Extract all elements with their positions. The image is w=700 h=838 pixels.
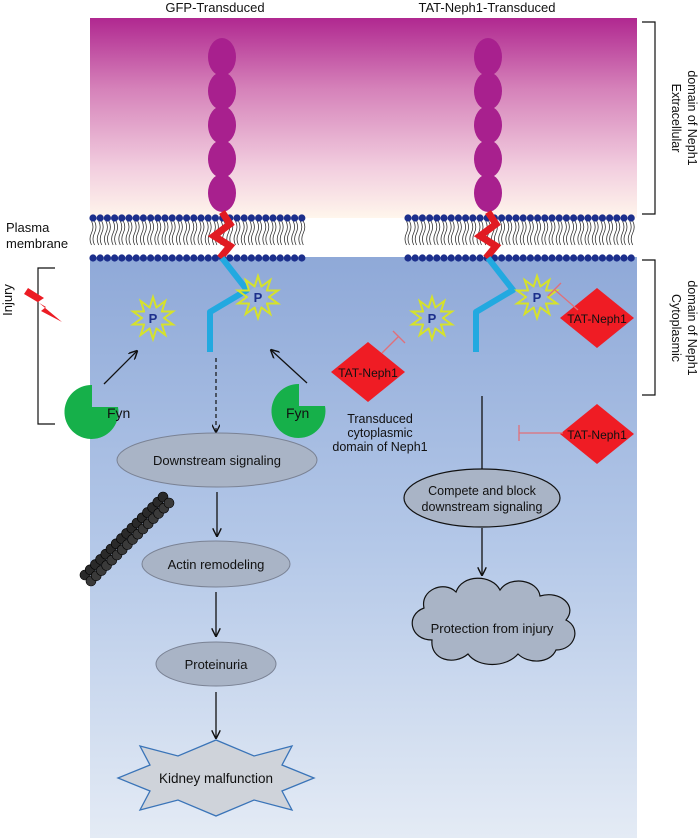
extracellular-label-line2: domain of Neph1 — [685, 70, 699, 165]
downstream-oval — [116, 432, 318, 488]
kidney-label: Kidney malfunction — [159, 771, 273, 786]
neph1-receptor-right — [473, 38, 516, 352]
phospho-star-right-b: P — [513, 272, 561, 322]
phospho-label: P — [149, 311, 158, 326]
lightning-bolt-icon — [24, 288, 62, 322]
header-gfp: GFP-Transduced — [165, 0, 264, 15]
cytoplasmic-tail — [207, 256, 250, 352]
cytoplasmic-tail — [473, 256, 516, 352]
compete-line2: downstream signaling — [422, 500, 543, 514]
fyn-right: Fyn — [271, 383, 326, 438]
tat-neph1-label-a: TAT-Neph1 — [338, 366, 398, 380]
protection-label: Protection from injury — [431, 621, 554, 636]
tat-neph1-diamond-a — [331, 342, 405, 402]
compete-line1: Compete and block — [428, 484, 536, 498]
proteinuria-label: Proteinuria — [185, 657, 249, 672]
tat-neph1-label-b: TAT-Neph1 — [567, 312, 627, 326]
actin-filament — [79, 491, 175, 587]
phospho-label: P — [254, 290, 263, 305]
compete-oval — [403, 468, 561, 528]
extracellular-region — [90, 18, 637, 218]
tat-neph1-diamond-b — [560, 288, 634, 348]
cytoplasmic-bracket — [642, 259, 656, 396]
injury-bracket — [37, 267, 55, 425]
proteinuria-oval — [155, 641, 277, 687]
transduced-line1: Transduced — [347, 412, 413, 426]
fyn-left: Fyn — [64, 384, 130, 439]
neph1-receptor-left — [207, 38, 250, 352]
actin-label: Actin remodeling — [168, 557, 265, 572]
extracellular-bracket — [642, 21, 656, 215]
phospho-star-left-a: P — [129, 293, 177, 343]
lipid-bilayer-left — [89, 214, 306, 262]
downstream-label: Downstream signaling — [153, 453, 281, 468]
transduced-line3: domain of Neph1 — [332, 440, 427, 454]
phospho-sites: P P P P — [129, 272, 561, 343]
transmembrane-linker — [473, 210, 502, 261]
cytoplasmic-label-line2: domain of Neph1 — [685, 280, 699, 375]
cytoplasmic-label-line1: Cytoplasmic — [669, 294, 683, 362]
fyn-label-right: Fyn — [286, 405, 309, 421]
header-tat-neph1: TAT-Neph1-Transduced — [418, 0, 555, 15]
kidney-star — [116, 739, 316, 817]
fyn-label-left: Fyn — [107, 405, 130, 421]
injury-label: Injury — [0, 284, 15, 316]
fyn-arrow-right — [271, 350, 308, 384]
phospho-label: P — [428, 311, 437, 326]
inhibition-lines — [381, 282, 579, 441]
fyn-arrow-left — [103, 351, 137, 385]
protection-cloud — [411, 577, 576, 666]
tat-neph1-label-c: TAT-Neph1 — [567, 428, 627, 442]
transduced-line2: cytoplasmic — [347, 426, 412, 440]
transmembrane-linker — [207, 210, 236, 261]
extracellular-label-line1: Extracellular — [669, 84, 683, 153]
plasma-label-line1: Plasma — [6, 220, 50, 235]
tat-neph1-diamond-c — [560, 404, 634, 464]
plasma-label-line2: membrane — [6, 236, 68, 251]
phospho-star-right-a: P — [408, 293, 456, 343]
phospho-label: P — [533, 290, 542, 305]
phospho-star-left-b: P — [234, 272, 282, 322]
actin-oval — [141, 540, 291, 588]
lipid-bilayer-right — [404, 214, 635, 262]
